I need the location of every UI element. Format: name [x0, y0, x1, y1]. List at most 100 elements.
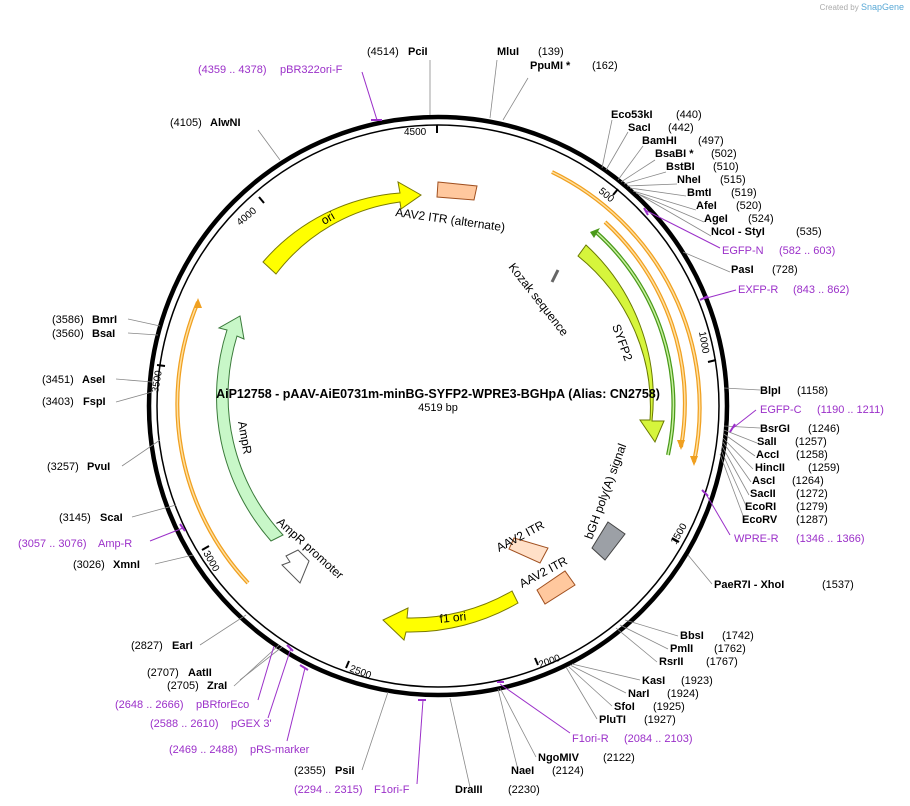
feature-label-f1-ori: f1 ori: [439, 609, 467, 626]
enzyme-pos: (1287): [796, 514, 828, 526]
enzyme-pos: (4105): [170, 117, 202, 129]
primer-name: pRS-marker: [250, 744, 310, 756]
feature-label-ampr: AmpR: [235, 420, 255, 456]
enzyme-pos: (3257): [47, 461, 79, 473]
enzyme-name: XmnI: [113, 559, 140, 571]
enzyme-pos: (2355): [294, 765, 326, 777]
enzyme-pos: (139): [538, 46, 564, 58]
enzyme-name: BsaI: [92, 328, 115, 340]
snapgene-logo: SnapGene: [860, 2, 904, 12]
enzyme-name: EcoRV: [742, 514, 778, 526]
enzyme-name: PvuI: [87, 461, 110, 473]
feature-label-ori: ori: [319, 209, 338, 228]
primer-range: (2294 .. 2315): [294, 784, 363, 796]
enzyme-pos: (1925): [653, 701, 685, 713]
enzyme-name: AatII: [188, 667, 212, 679]
enzyme-pos: (1923): [681, 675, 713, 687]
enzyme-pos: (1537): [822, 579, 854, 591]
primer-range: (2648 .. 2666): [115, 699, 184, 711]
primer-name: WPRE-R: [734, 533, 779, 545]
enzyme-pos: (1258): [796, 449, 828, 461]
enzyme-pos: (2827): [131, 640, 163, 652]
primer-name: EGFP-C: [760, 404, 802, 416]
primer-leaders: [149, 71, 757, 785]
enzyme-name: DraIII: [455, 784, 483, 796]
enzyme-name: PaeR7I - XhoI: [714, 579, 784, 591]
feature-syfp2: SYFP2: [577, 244, 665, 444]
enzyme-name: ScaI: [100, 512, 123, 524]
enzyme-pos: (442): [668, 122, 694, 134]
enzyme-pos: (1767): [706, 656, 738, 668]
feature-ampr-promoter: AmpR promoter: [274, 515, 346, 584]
primer-labels: (4359 .. 4378) pBR322ori-F EGFP-N (582 .…: [18, 64, 884, 796]
feature-label-ampr-promoter: AmpR promoter: [274, 515, 346, 582]
enzyme-pos: (162): [592, 60, 618, 72]
enzyme-pos: (1927): [644, 714, 676, 726]
enzyme-name: SfoI: [614, 701, 635, 713]
enzyme-name: RsrII: [659, 656, 683, 668]
tick-label-2500: 2500: [348, 663, 373, 681]
enzyme-pos: (1742): [722, 630, 754, 642]
enzyme-name: PciI: [408, 46, 428, 58]
enzyme-pos: (524): [748, 213, 774, 225]
feature-ampr: AmpR: [216, 315, 284, 542]
enzyme-name: BbsI: [680, 630, 704, 642]
enzyme-name: FspI: [83, 396, 106, 408]
enzyme-pos: (1257): [795, 436, 827, 448]
enzyme-pos: (3403): [42, 396, 74, 408]
enzyme-pos: (2230): [508, 784, 540, 796]
map-title: AiP12758 - pAAV-AiE0731m-minBG-SYFP2-WPR…: [216, 387, 660, 401]
feature-label-syfp2: SYFP2: [609, 322, 635, 363]
enzyme-name: AseI: [82, 374, 105, 386]
enzyme-name: SacI: [628, 122, 651, 134]
enzyme-pos: (1264): [792, 475, 824, 487]
primer-range: (2588 .. 2610): [150, 718, 219, 730]
enzyme-name: NheI: [677, 174, 701, 186]
enzyme-labels: (4514) PciI MluI (139) PpuMI * (162) Eco…: [42, 46, 854, 796]
enzyme-name: EcoRI: [745, 501, 776, 513]
enzyme-pos: (2705): [167, 680, 199, 692]
enzyme-name: KasI: [642, 675, 665, 687]
primer-range: (4359 .. 4378): [198, 64, 267, 76]
enzyme-name: MluI: [497, 46, 519, 58]
enzyme-name: ZraI: [207, 680, 227, 692]
enzyme-name: PasI: [731, 264, 754, 276]
enzyme-pos: (3451): [42, 374, 74, 386]
primer-name: F1ori-F: [374, 784, 410, 796]
enzyme-name: AlwNI: [210, 117, 241, 129]
enzyme-name: BamHI: [642, 135, 677, 147]
enzyme-name: EarI: [172, 640, 193, 652]
enzyme-pos: (497): [698, 135, 724, 147]
feature-f1-ori: f1 ori: [382, 590, 519, 641]
enzyme-pos: (1259): [808, 462, 840, 474]
enzyme-pos: (520): [736, 200, 762, 212]
enzyme-name: AfeI: [696, 200, 717, 212]
enzyme-name: NaeI: [511, 765, 534, 777]
enzyme-name: PsiI: [335, 765, 355, 777]
enzyme-pos: (535): [796, 226, 822, 238]
enzyme-name: BstBI: [666, 161, 695, 173]
enzyme-name: Eco53kI: [611, 109, 653, 121]
feature-ori: ori: [262, 181, 422, 275]
enzyme-name: NcoI - StyI: [711, 226, 765, 238]
tick-label-4500: 4500: [404, 127, 427, 138]
credit-prefix: Created by: [819, 3, 859, 12]
enzyme-pos: (4514): [367, 46, 399, 58]
enzyme-pos: (1246): [808, 423, 840, 435]
primer-name: Amp-R: [98, 538, 132, 550]
enzyme-pos: (728): [772, 264, 798, 276]
primer-name: EGFP-N: [722, 245, 764, 257]
enzyme-name: AgeI: [704, 213, 728, 225]
enzyme-pos: (2707): [147, 667, 179, 679]
feature-label-kozak: Kozak sequence: [506, 260, 572, 339]
enzyme-name: SalI: [757, 436, 777, 448]
enzyme-name: PpuMI *: [530, 60, 571, 72]
primer-name: pGEX 3': [231, 718, 272, 730]
enzyme-pos: (3560): [52, 328, 84, 340]
primer-name: pBR322ori-F: [280, 64, 343, 76]
primer-range: (582 .. 603): [779, 245, 835, 257]
enzyme-pos: (3026): [73, 559, 105, 571]
primer-range: (1346 .. 1366): [796, 533, 865, 545]
